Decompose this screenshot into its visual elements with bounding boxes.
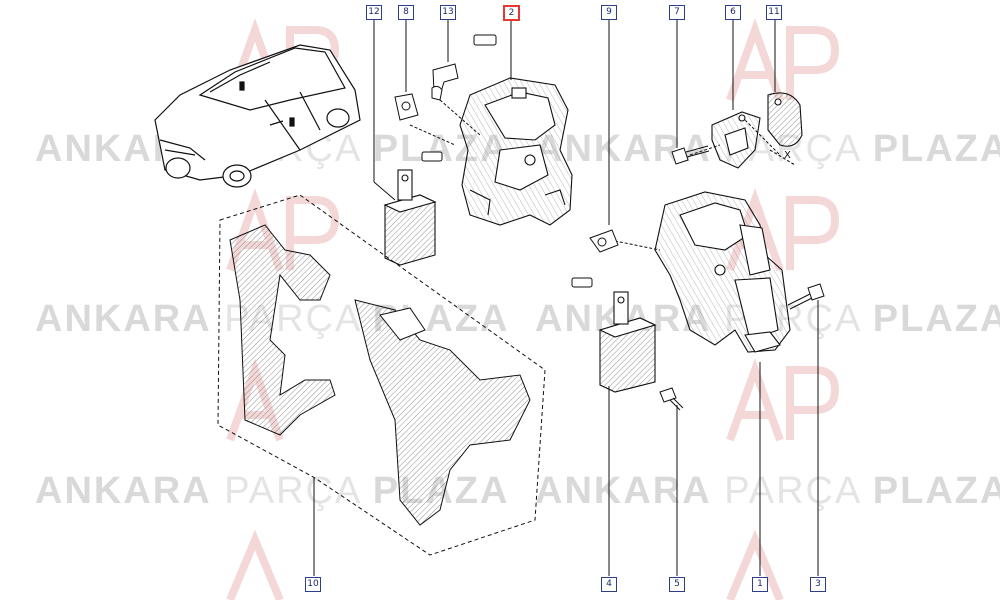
x-marker-label: X [784,150,791,161]
callout-4[interactable]: 4 [601,577,617,592]
watermark-row-3b: ANKARA PARÇA PLAZA [535,470,1000,512]
part-5-screw [659,387,684,411]
callout-9[interactable]: 9 [601,5,617,20]
watermark-row-3: ANKARA PARÇA PLAZA [35,470,507,512]
callout-3[interactable]: 3 [810,577,826,592]
callout-11[interactable]: 11 [766,5,782,20]
part-12-actuator [383,169,437,266]
callout-2-selected[interactable]: 2 [503,5,520,21]
part-3-screw [787,283,825,310]
part-1-lock-lower [654,191,791,353]
part-2-lock-upper [459,77,573,226]
part-13-clip [421,34,497,162]
callout-13[interactable]: 13 [440,5,456,20]
callout-10[interactable]: 10 [305,577,321,592]
car-illustration [154,44,361,188]
leader-lines [313,20,819,576]
part-9-clip [571,229,619,288]
part-6-striker [711,111,761,169]
callout-12[interactable]: 12 [366,5,382,20]
callout-1[interactable]: 1 [752,577,768,592]
part-7-screw [671,145,710,165]
callout-6[interactable]: 6 [725,5,741,20]
part-8-bracket [394,93,419,121]
part-4-actuator [598,291,657,393]
part-11-gasket [767,92,803,166]
callout-5[interactable]: 5 [669,577,685,592]
part-10-panel [217,194,546,556]
callout-7[interactable]: 7 [669,5,685,20]
callout-8[interactable]: 8 [398,5,414,20]
